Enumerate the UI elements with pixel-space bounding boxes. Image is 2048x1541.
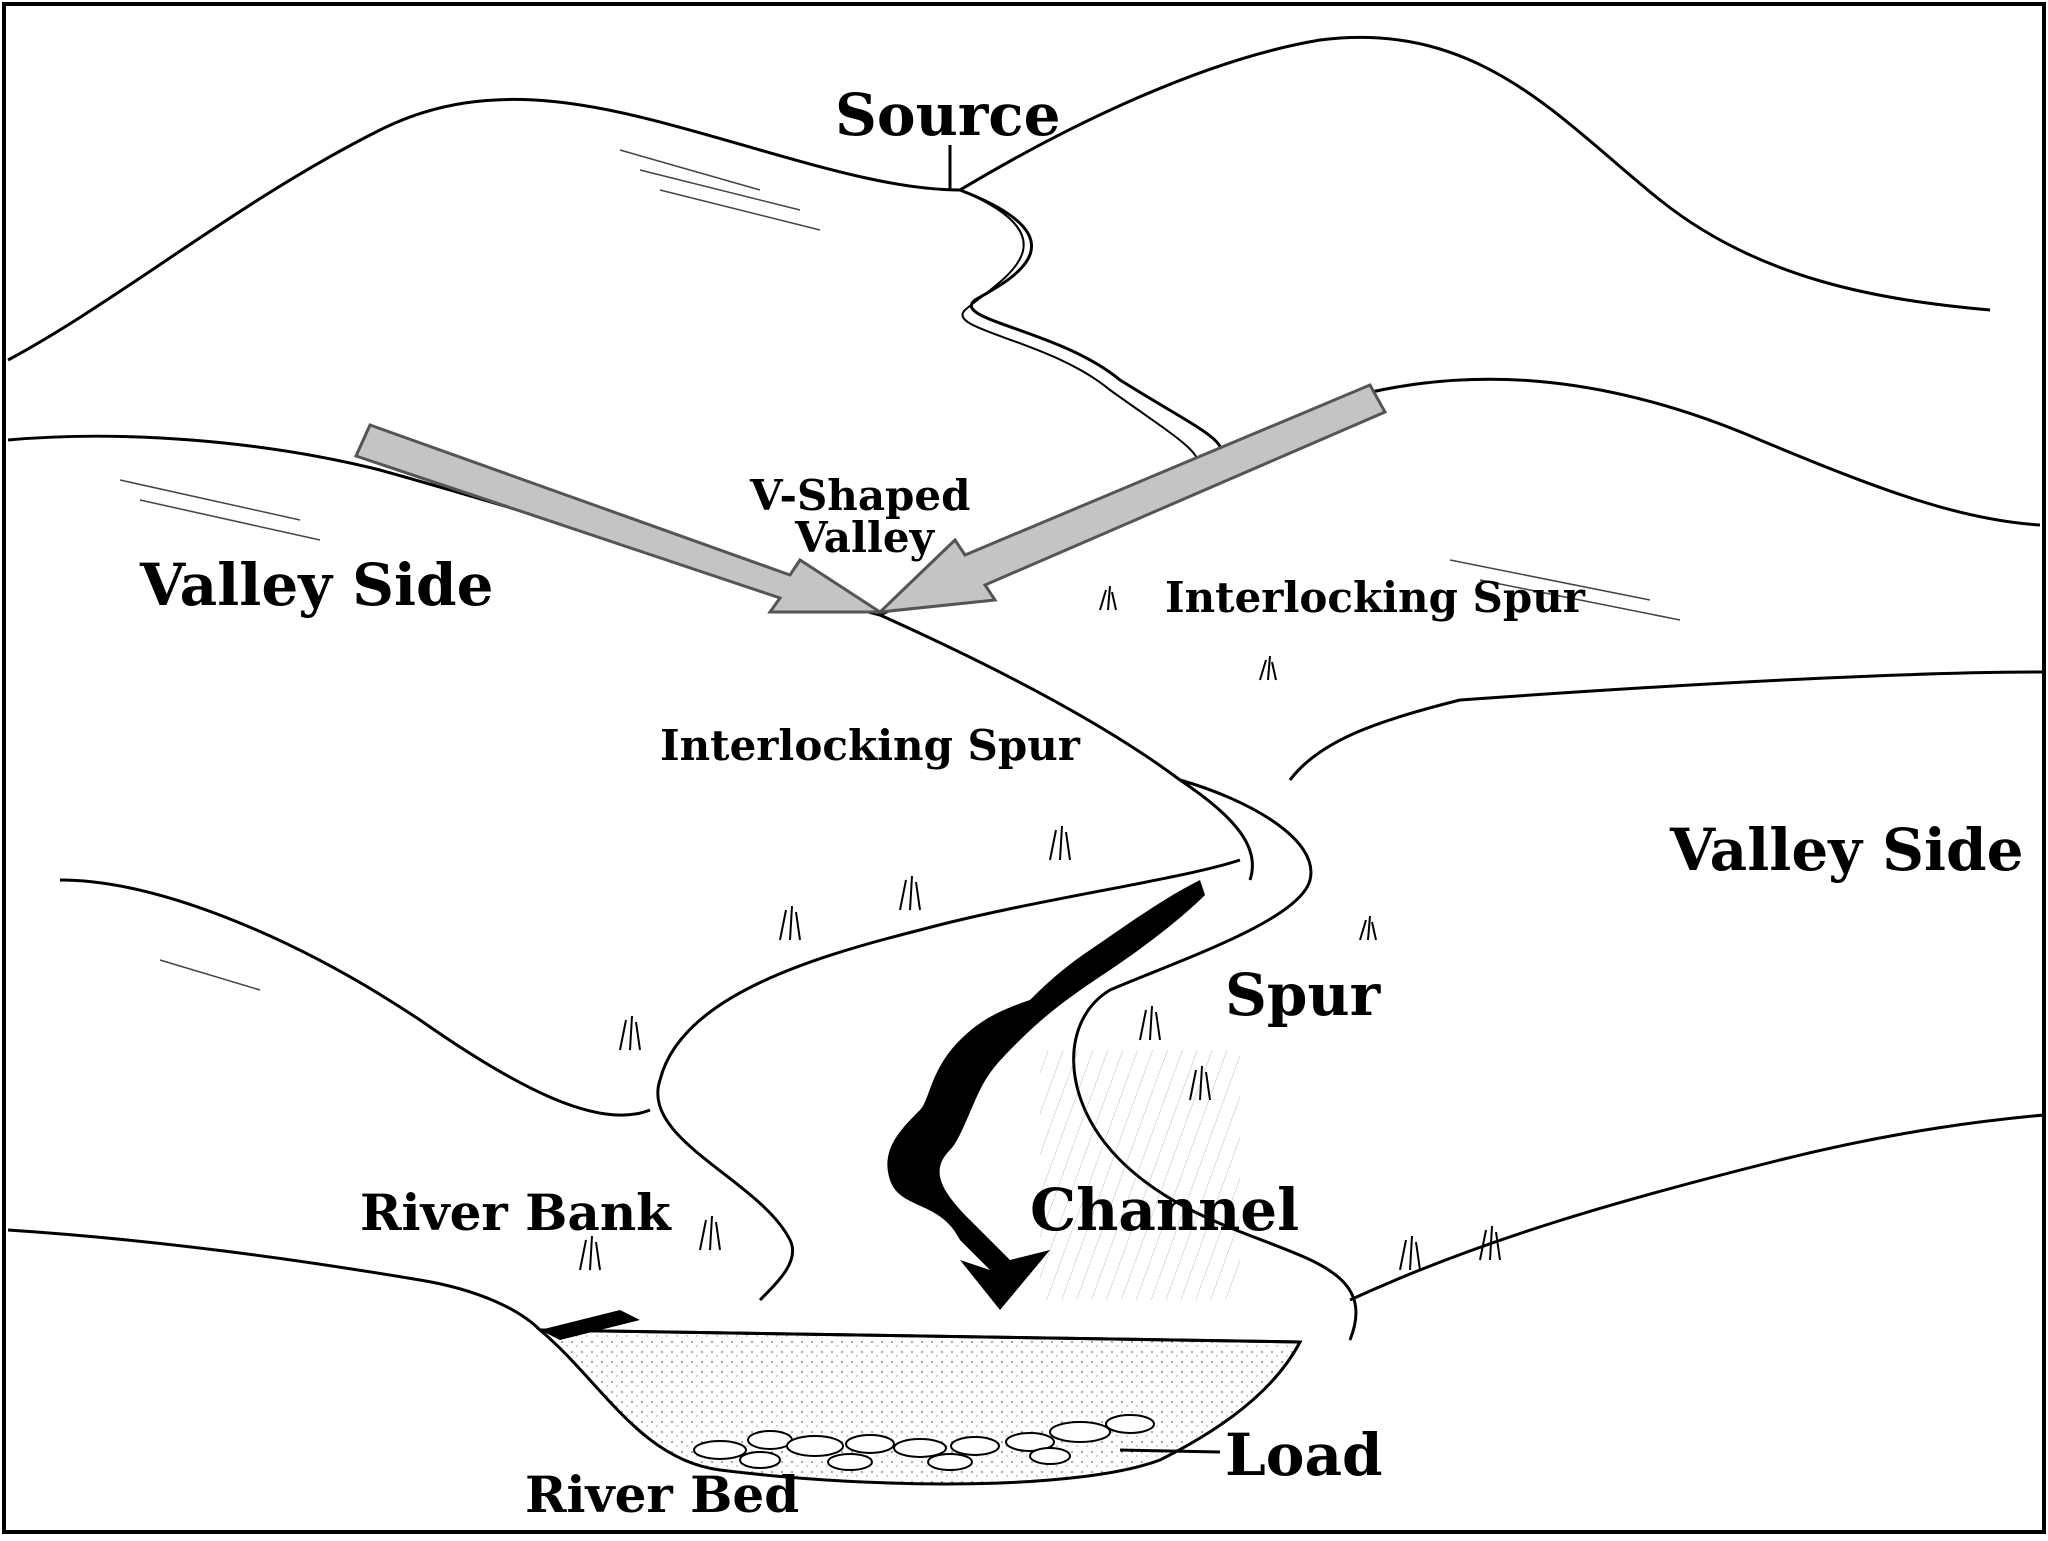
v-valley-arrow-right [875, 383, 1388, 614]
label-v-shaped-valley-1: V-Shaped [749, 471, 971, 520]
left-foreground-hill [59, 878, 651, 1117]
river-bank-hatch [540, 1310, 640, 1340]
label-channel: Channel [1030, 1176, 1299, 1244]
label-river-bank: River Bank [360, 1183, 672, 1242]
slope-hatching [119, 149, 1681, 991]
label-load: Load [1225, 1421, 1383, 1489]
left-bottom-hill [7, 1228, 542, 1332]
back-hill-ridge [7, 35, 1991, 362]
load-pebbles [693, 1414, 1155, 1471]
label-v-shaped-valley-2: Valley [794, 513, 936, 562]
label-source: Source [835, 81, 1061, 149]
right-foreground-hill [1349, 1113, 2045, 1302]
v-valley-arrow-left [353, 423, 886, 614]
right-spur-hill [1288, 670, 2045, 781]
source-stream [959, 188, 1224, 461]
channel-flow-arrow [887, 880, 1205, 1310]
label-interlocking-spur-center: Interlocking Spur [660, 721, 1081, 770]
label-valley-side-left: Valley Side [139, 551, 494, 619]
label-spur: Spur [1225, 961, 1382, 1029]
river-bank-right-upper [1072, 778, 1358, 1341]
grass-tufts [579, 585, 1501, 1271]
label-interlocking-spur-right: Interlocking Spur [1165, 573, 1586, 622]
load-leader-line [1119, 1448, 1221, 1454]
river-bank-left [656, 858, 1241, 1302]
label-river-bed: River Bed [525, 1465, 799, 1524]
label-valley-side-right: Valley Side [1669, 816, 2024, 884]
